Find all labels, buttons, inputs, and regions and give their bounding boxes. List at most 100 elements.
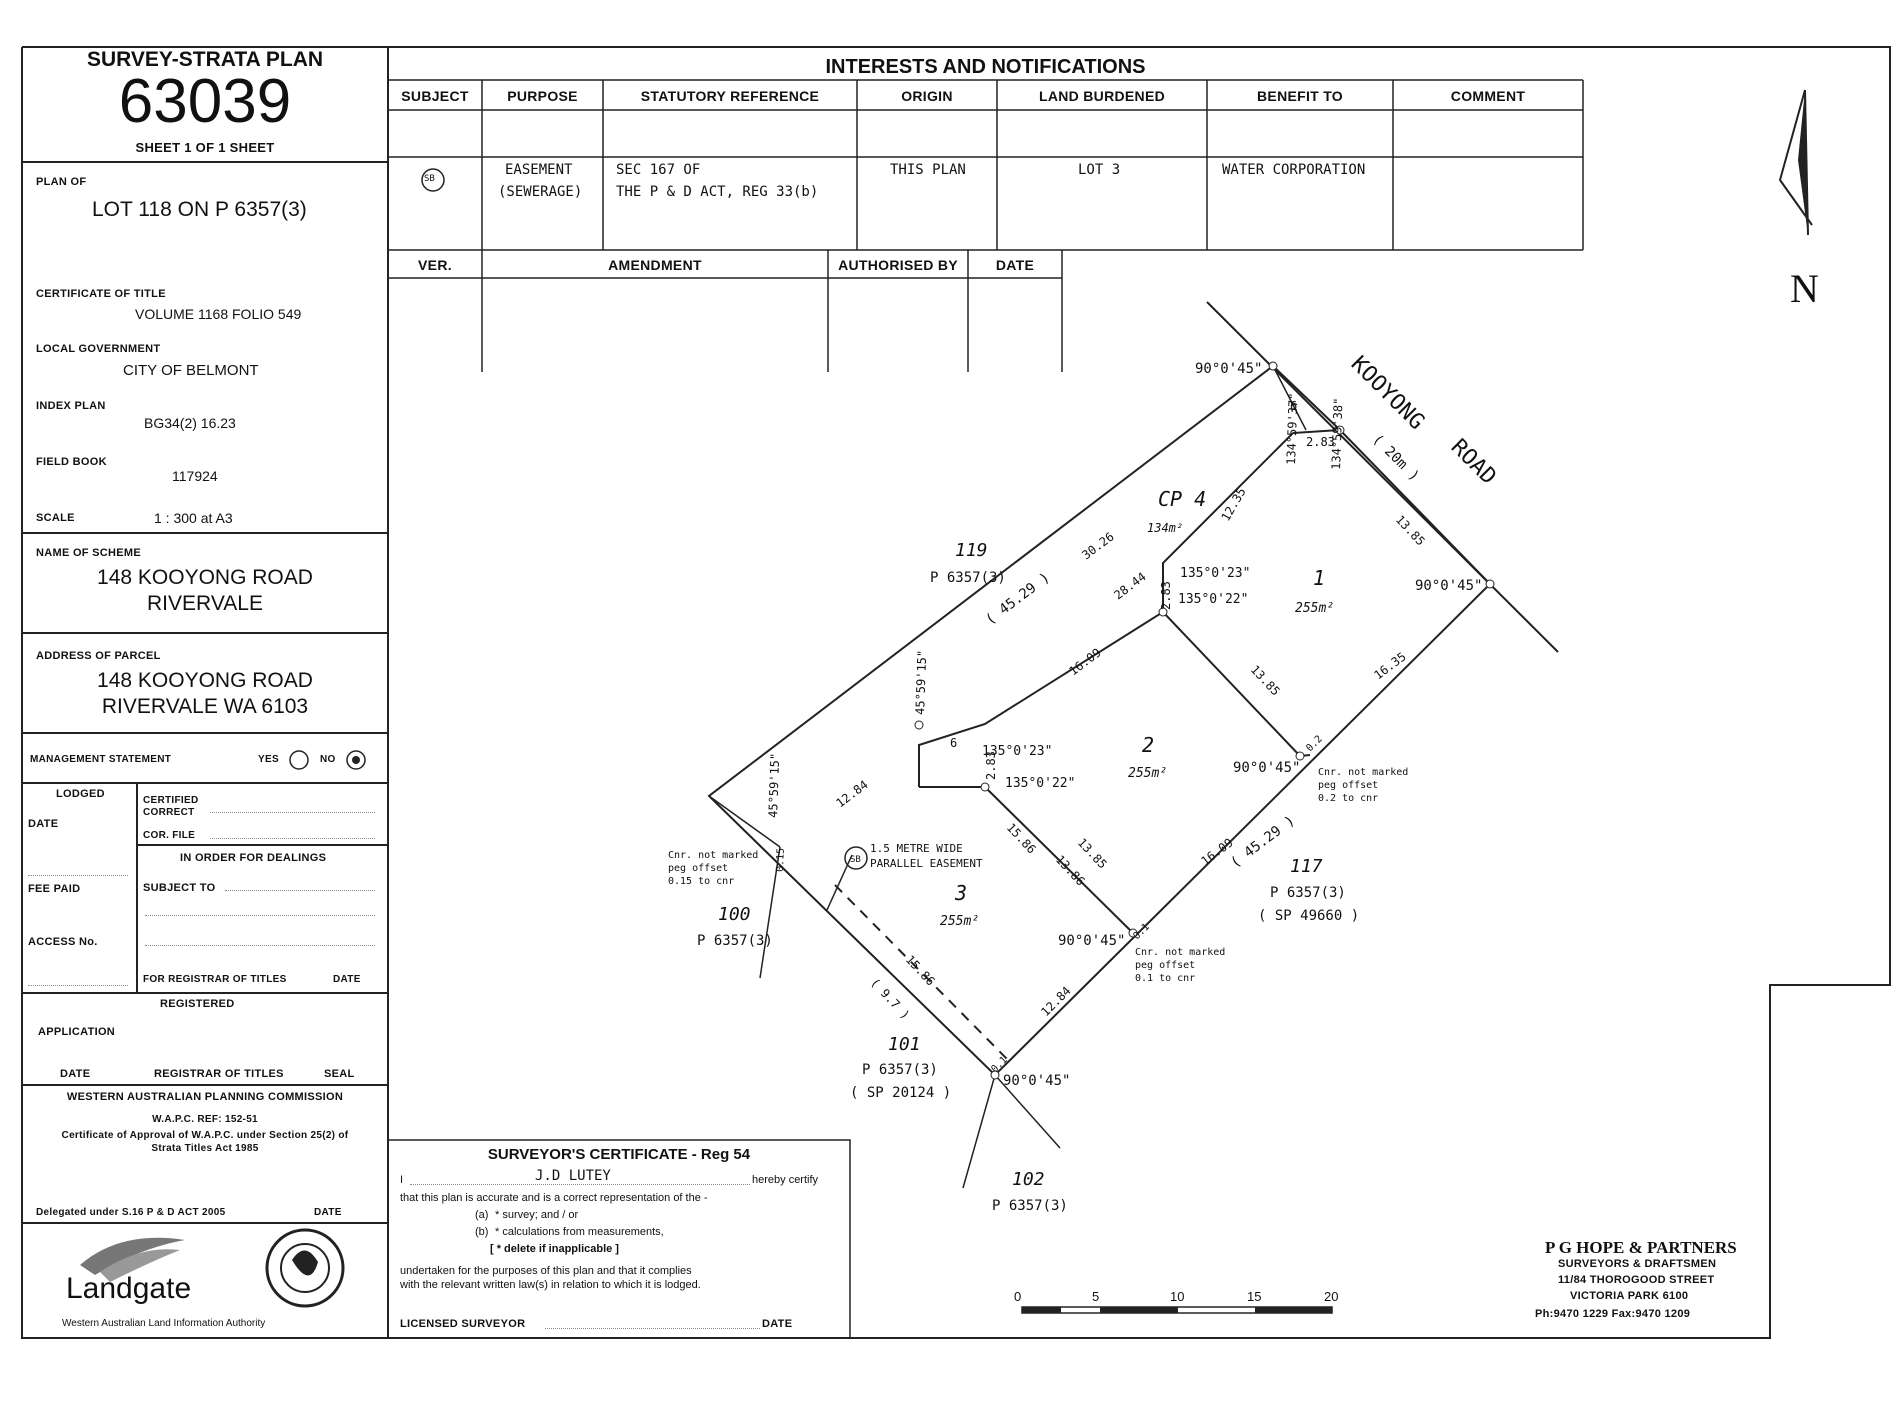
svg-text:2.83: 2.83 — [984, 751, 998, 780]
svg-text:90°0'45": 90°0'45" — [1195, 361, 1262, 377]
amendments-col-header: VER. — [418, 257, 452, 273]
firm-name: P G HOPE & PARTNERS — [1545, 1238, 1737, 1257]
lot-100-plan: P 6357(3) — [697, 933, 773, 949]
svg-text:135°0'22": 135°0'22" — [1005, 776, 1075, 791]
lot-119-plan: P 6357(3) — [930, 570, 1006, 586]
lot-101-sp: ( SP 20124 ) — [850, 1085, 951, 1101]
amendments-col-header: DATE — [995, 257, 1035, 273]
svg-text:peg offset: peg offset — [668, 863, 728, 874]
local-gov: CITY OF BELMONT — [123, 362, 259, 379]
amendments-col-header: AMENDMENT — [608, 257, 702, 273]
lot-3-area: 255m² — [940, 914, 979, 929]
lot-101-plan: P 6357(3) — [862, 1062, 938, 1078]
scale-tick-label: 0 — [1014, 1289, 1022, 1304]
svg-text:13.86: 13.86 — [1053, 852, 1088, 888]
radio-yes — [289, 750, 309, 770]
road-label: KOOYONG — [1346, 352, 1429, 435]
landgate-wordmark: Landgate — [66, 1272, 192, 1305]
lot-101: 101 — [888, 1034, 921, 1055]
svg-text:135°0'22": 135°0'22" — [1178, 592, 1248, 607]
svg-text:0.15 to cnr: 0.15 to cnr — [668, 876, 734, 887]
road-line — [1206, 301, 1559, 653]
sheet-border — [21, 46, 1891, 1339]
svg-text:1.5 METRE WIDE: 1.5 METRE WIDE — [870, 842, 963, 855]
lot-2-area: 255m² — [1128, 766, 1167, 781]
svg-text:90°0'45": 90°0'45" — [1058, 933, 1125, 949]
interests-col-header: ORIGIN — [901, 88, 953, 104]
interests-col-header: BENEFIT TO — [1257, 88, 1343, 104]
svg-text:15.86: 15.86 — [1004, 820, 1039, 856]
svg-text:90°0'45": 90°0'45" — [1003, 1073, 1070, 1089]
title-block-grid — [22, 161, 388, 1224]
surveyor-cert-border — [388, 1139, 851, 1338]
svg-text:6: 6 — [950, 736, 957, 750]
svg-text:13.85: 13.85 — [1075, 835, 1110, 871]
svg-text:Cnr. not marked: Cnr. not marked — [668, 850, 758, 861]
scale-bar — [1021, 1306, 1333, 1314]
surveyor-name: J.D LUTEY — [535, 1168, 611, 1184]
svg-text:12.84: 12.84 — [833, 777, 870, 810]
svg-text:134°59'37": 134°59'37" — [1284, 392, 1301, 465]
svg-text:Cnr. not marked: Cnr. not marked — [1135, 947, 1225, 958]
field-book: 117924 — [172, 468, 218, 484]
svg-text:45°59'15": 45°59'15" — [913, 650, 929, 715]
svg-text:6: 6 — [1290, 399, 1297, 413]
easement-line — [834, 884, 1009, 1061]
lot-117-sp: ( SP 49660 ) — [1258, 908, 1359, 924]
cp-label: CP 4 — [1158, 487, 1206, 511]
svg-text:135°0'23": 135°0'23" — [1180, 566, 1250, 581]
surveyor-cert-title: SURVEYOR'S CERTIFICATE - Reg 54 — [487, 1146, 751, 1163]
interests-col-header: STATUTORY REFERENCE — [640, 88, 820, 104]
svg-text:28.44: 28.44 — [1111, 569, 1148, 602]
cp-area: 134m² — [1147, 521, 1183, 535]
svg-text:16.35: 16.35 — [1371, 649, 1408, 682]
plan-of-value: LOT 118 ON P 6357(3) — [92, 198, 307, 221]
scale-tick-label: 15 — [1247, 1289, 1262, 1304]
amendments-col-header: AUTHORISED BY — [838, 257, 958, 273]
address-line-2: RIVERVALE WA 6103 — [101, 695, 309, 718]
svg-text:0.1: 0.1 — [1131, 922, 1152, 943]
svg-text:( 45.29 ): ( 45.29 ) — [1228, 813, 1298, 871]
lot-117-plan: P 6357(3) — [1270, 885, 1346, 901]
interests-title: INTERESTS AND NOTIFICATIONS — [825, 56, 1146, 78]
index-plan: BG34(2) 16.23 — [144, 415, 236, 431]
svg-text:( 9.7 ): ( 9.7 ) — [868, 975, 913, 1022]
easement-symbol: SB — [850, 855, 861, 865]
lot-100: 100 — [718, 904, 751, 925]
svg-text:peg offset: peg offset — [1135, 960, 1195, 971]
svg-text:15.86: 15.86 — [903, 952, 938, 988]
address-line-1: 148 KOOYONG ROAD — [97, 669, 313, 692]
svg-text:90°0'45": 90°0'45" — [1415, 578, 1482, 594]
plan-number: 63039 — [118, 67, 292, 136]
scale-tick-label: 20 — [1324, 1289, 1339, 1304]
lot-3: 3 — [954, 881, 967, 905]
scheme-line-2: RIVERVALE — [147, 592, 263, 615]
svg-text:135°0'23": 135°0'23" — [982, 744, 1052, 759]
svg-text:16.09: 16.09 — [1066, 645, 1103, 678]
scale-value: 1 : 300 at A3 — [154, 510, 233, 526]
road-label-2: ROAD — [1446, 435, 1501, 490]
svg-text:2.83: 2.83 — [1306, 435, 1335, 449]
interests-col-header: LAND BURDENED — [1038, 88, 1165, 104]
mgmt-statement-label: MANAGEMENT STATEMENT — [30, 754, 172, 765]
svg-text:16.09: 16.09 — [1198, 835, 1235, 868]
svg-text:PARALLEL EASEMENT: PARALLEL EASEMENT — [870, 857, 983, 870]
scheme-line-1: 148 KOOYONG ROAD — [97, 566, 313, 589]
lot-117: 117 — [1290, 856, 1323, 877]
svg-text:0.1 to cnr: 0.1 to cnr — [1135, 973, 1195, 984]
cert-title: VOLUME 1168 FOLIO 549 — [135, 306, 302, 322]
wa-seal-icon — [265, 1228, 345, 1308]
lot-1: 1 — [1313, 566, 1325, 590]
road-width: ( 20m ) — [1369, 432, 1422, 485]
lot-2: 2 — [1142, 733, 1154, 757]
parcel-boundary — [707, 365, 1492, 1077]
north-arrow-icon — [1778, 89, 1813, 236]
svg-text:peg offset: peg offset — [1318, 780, 1378, 791]
svg-text:45°59'15": 45°59'15" — [766, 753, 782, 818]
interests-col-header: COMMENT — [1450, 88, 1526, 104]
north-label: N — [1790, 266, 1819, 311]
svg-text:13.85: 13.85 — [1248, 662, 1283, 698]
landgate-subtitle: Western Australian Land Information Auth… — [62, 1318, 266, 1329]
svg-text:90°0'45": 90°0'45" — [1233, 760, 1300, 776]
